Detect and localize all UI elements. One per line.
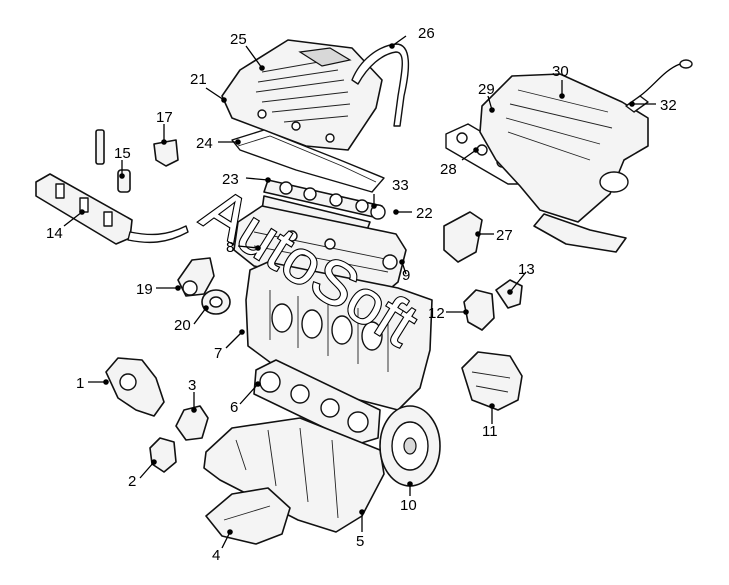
engine-mount-assembly [461,351,523,411]
callout-dots [79,43,635,535]
callout-7: 7 [214,345,222,362]
crankshaft [253,359,381,445]
callout-17: 17 [156,109,173,126]
exhaust-manifold [479,73,649,253]
callout-27: 27 [496,227,513,244]
callout-10: 10 [400,497,417,514]
breather-hose [351,43,410,127]
callout-24: 24 [196,135,213,152]
callout-29: 29 [478,81,495,98]
ignition-coil [153,139,179,167]
spark-plug [95,129,105,165]
callout-21: 21 [190,71,207,88]
callout-32: 32 [660,97,677,114]
callout-25: 25 [230,31,247,48]
callout-6: 6 [230,399,238,416]
bracket [175,405,209,441]
fuel-rail [35,173,189,245]
callout-11: 11 [482,423,498,440]
callout-1: 1 [76,375,84,392]
callout-19: 19 [136,281,153,298]
callout-13: 13 [518,261,535,278]
callout-2: 2 [128,473,136,490]
callout-3: 3 [188,377,196,394]
callout-14: 14 [46,225,63,242]
engine-mount-upper [463,279,523,331]
engine-mount-lower [149,437,177,473]
water-pump [105,357,165,417]
cylinder-head-cover [221,39,383,151]
cover-gasket [231,129,385,193]
callout-9: 9 [402,267,410,284]
callout-22: 22 [416,205,433,222]
callout-28: 28 [440,161,457,178]
callout-12: 12 [428,305,445,322]
idler-pulley [201,289,231,315]
callout-8: 8 [226,239,234,256]
callout-30: 30 [552,63,569,80]
flywheel [379,405,441,487]
callout-5: 5 [356,533,364,550]
tensioner [177,257,215,297]
injector [117,169,131,193]
oil-sump [205,487,291,545]
callout-23: 23 [222,171,239,188]
callout-labels: 1 2 3 4 5 6 7 8 9 10 11 12 13 14 15 17 1… [46,25,677,564]
callout-15: 15 [114,145,131,162]
callout-33: 33 [392,177,409,194]
callout-26: 26 [418,25,435,42]
engine-bracket [443,211,483,263]
callout-4: 4 [212,547,220,564]
callout-20: 20 [174,317,191,334]
